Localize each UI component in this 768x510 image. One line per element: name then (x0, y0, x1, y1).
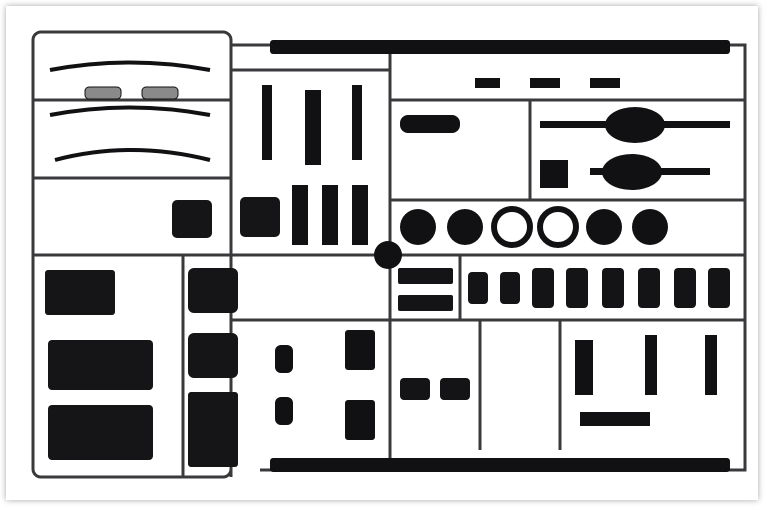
axle-parts (540, 107, 730, 190)
chassis-rails (270, 40, 730, 472)
tank-parts (45, 197, 280, 467)
bracket-parts (262, 78, 717, 440)
grille-parts (84, 86, 179, 100)
air-tanks (398, 268, 730, 400)
bumper-parts (49, 60, 211, 162)
wheel-hubs (374, 206, 668, 269)
